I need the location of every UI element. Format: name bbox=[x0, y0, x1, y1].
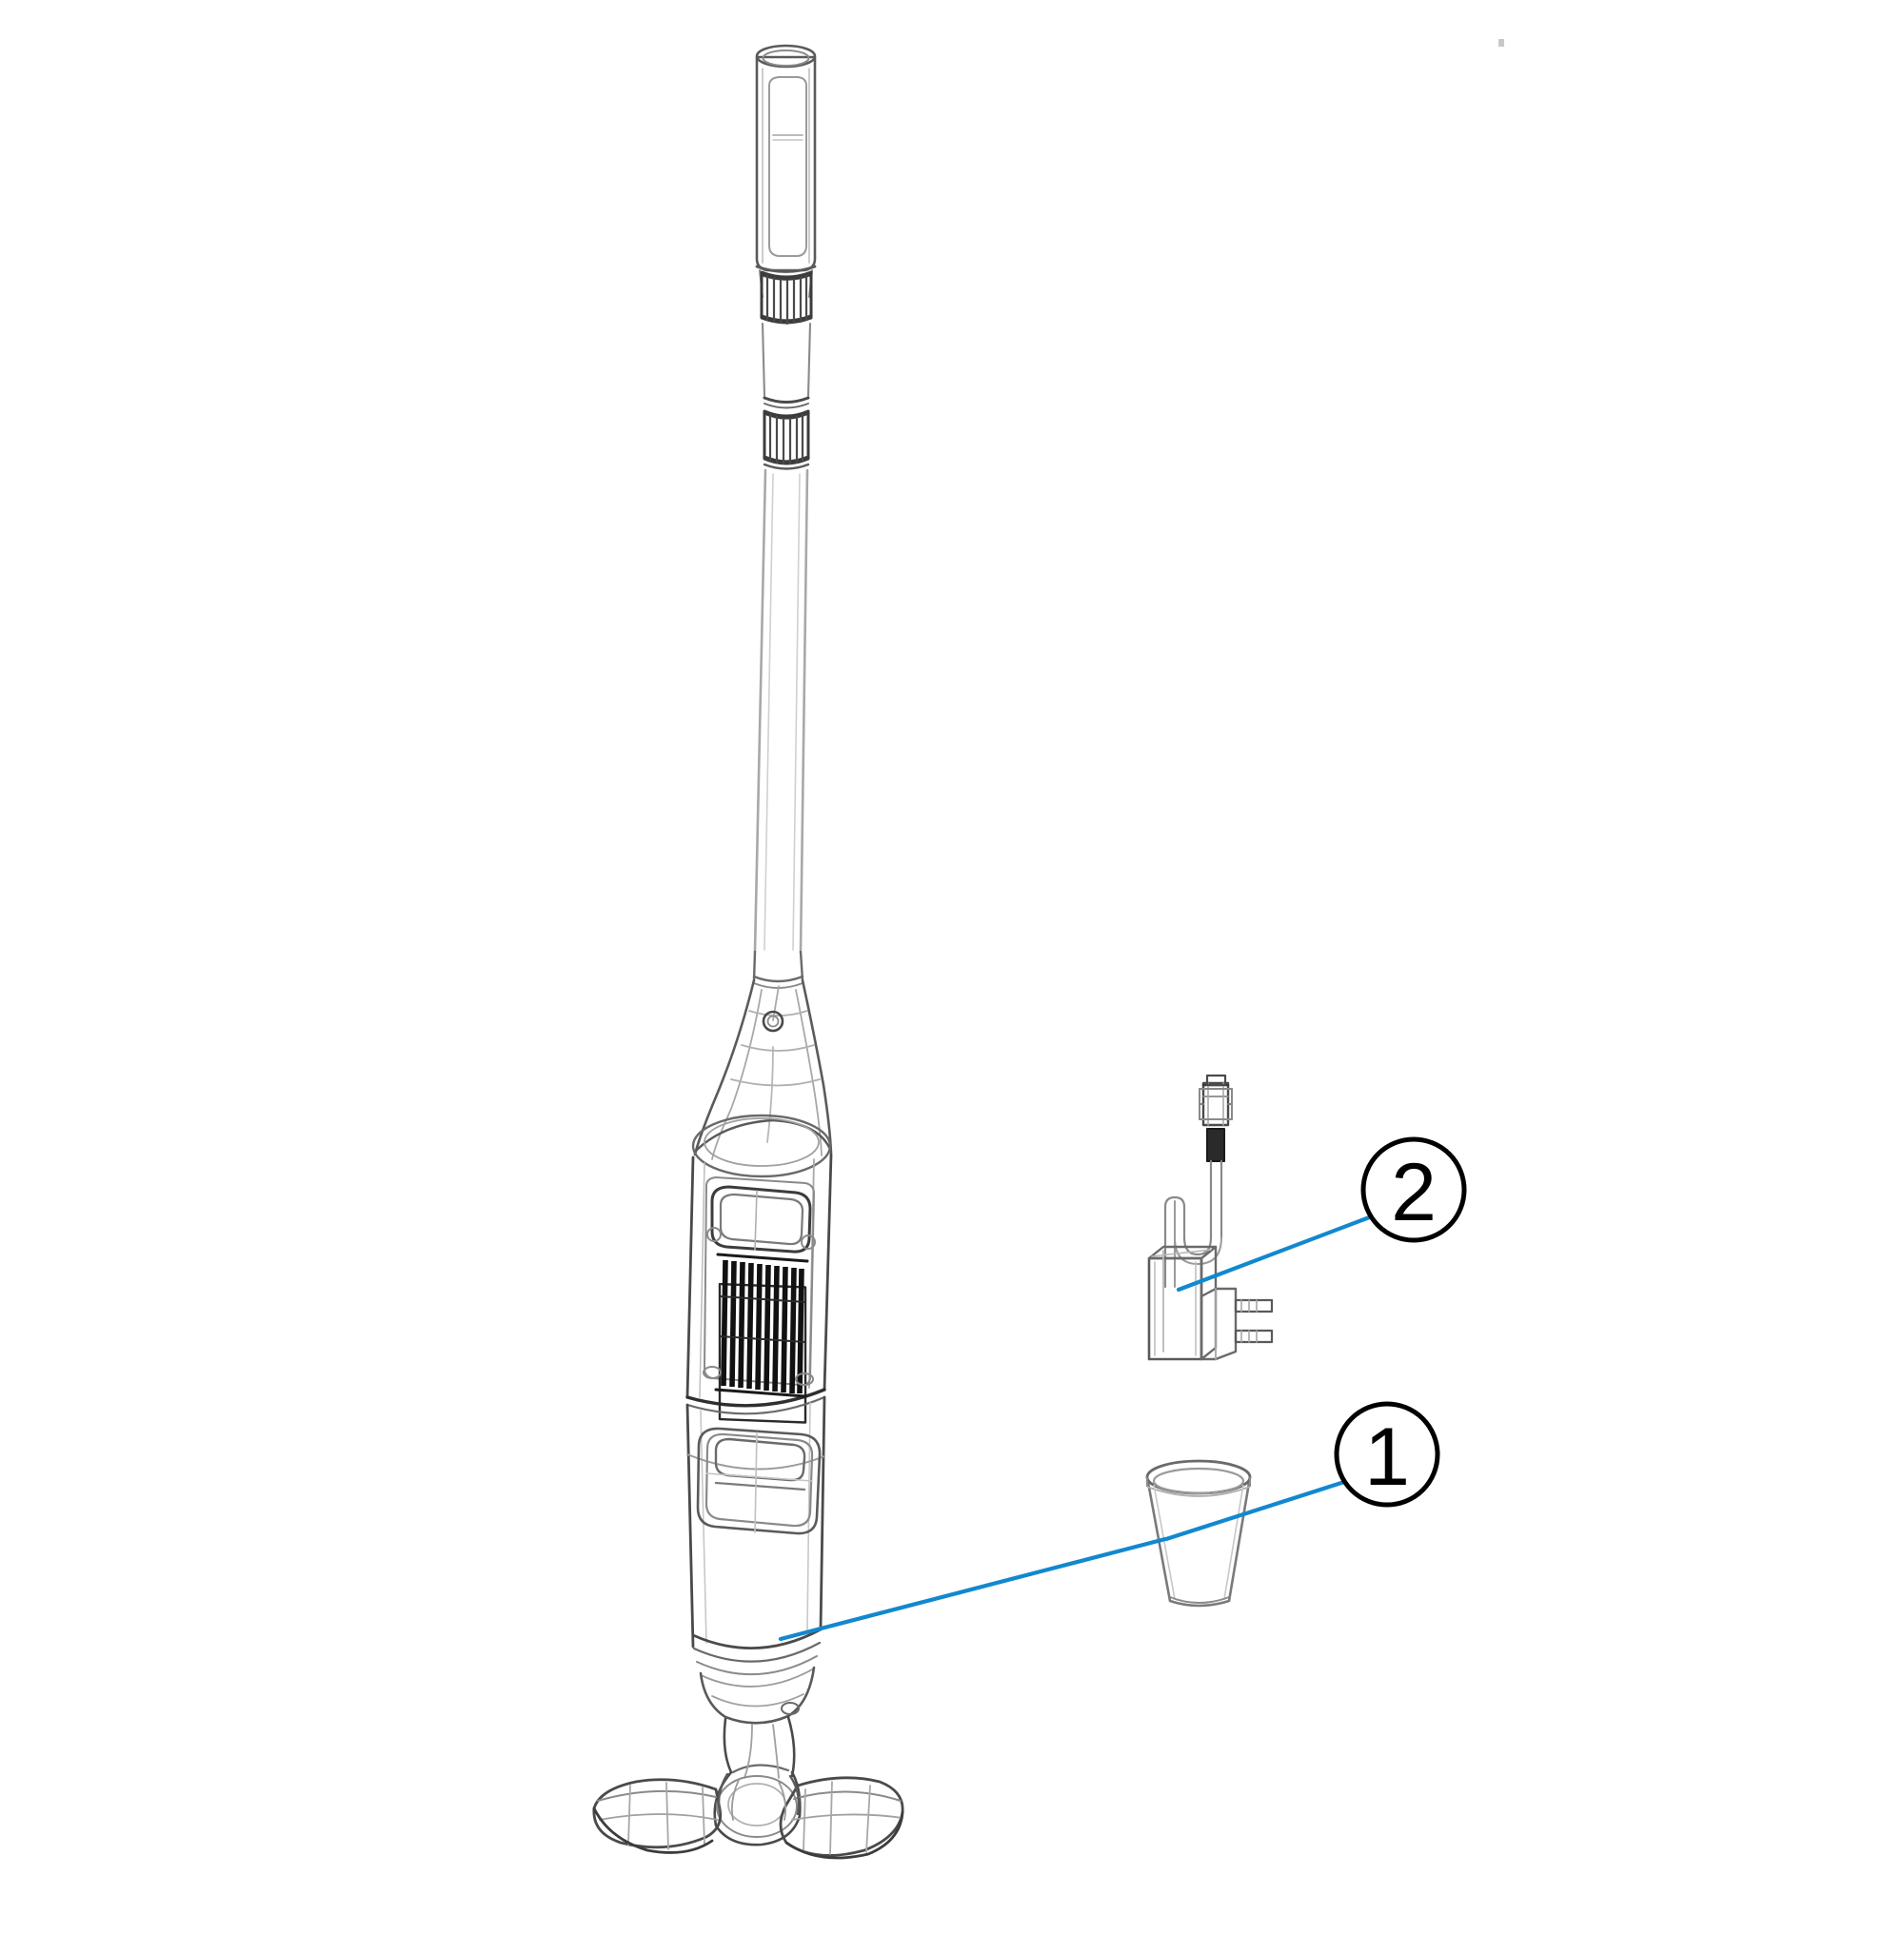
speck-artifact bbox=[1498, 39, 1504, 47]
leader-callout-1 bbox=[1163, 1479, 1347, 1542]
dust-bin-latch[interactable] bbox=[696, 1427, 822, 1535]
vacuum-assembly bbox=[592, 44, 904, 1860]
upper-collar-ribbed bbox=[760, 270, 813, 326]
body-base-cap bbox=[699, 1666, 816, 1725]
cup-base bbox=[1169, 1596, 1230, 1604]
leader-callout-2 bbox=[1176, 1214, 1375, 1293]
callout-2-label: 2 bbox=[1391, 1147, 1437, 1238]
callout-1-circle bbox=[1334, 1401, 1440, 1508]
handle-grip bbox=[755, 44, 817, 273]
wand-segment-mid bbox=[761, 322, 812, 409]
callout-2[interactable]: 2 bbox=[1360, 1136, 1467, 1243]
telescoping-wand bbox=[753, 468, 809, 954]
barrel-connector bbox=[1199, 1074, 1233, 1162]
cup-tapered-wall bbox=[1145, 1476, 1252, 1608]
exhaust-vent-grille bbox=[714, 1253, 809, 1424]
callout-1[interactable]: 1 bbox=[1334, 1401, 1440, 1508]
dust-cup bbox=[1145, 1459, 1252, 1608]
leader-lines bbox=[778, 1214, 1375, 1642]
callout-2-circle bbox=[1360, 1136, 1467, 1243]
main-body-lower bbox=[685, 1395, 826, 1688]
mains-prongs bbox=[1200, 1287, 1274, 1361]
lower-collar-ribbed bbox=[763, 409, 810, 470]
power-adapter bbox=[1147, 1074, 1274, 1361]
release-button-upper[interactable] bbox=[706, 1185, 816, 1254]
main-body-upper bbox=[685, 1153, 833, 1424]
floor-head-nozzle bbox=[592, 1715, 904, 1860]
neck-flare bbox=[691, 950, 833, 1178]
leader-body-to-cup bbox=[778, 1536, 1168, 1642]
callout-1-label: 1 bbox=[1364, 1412, 1410, 1503]
